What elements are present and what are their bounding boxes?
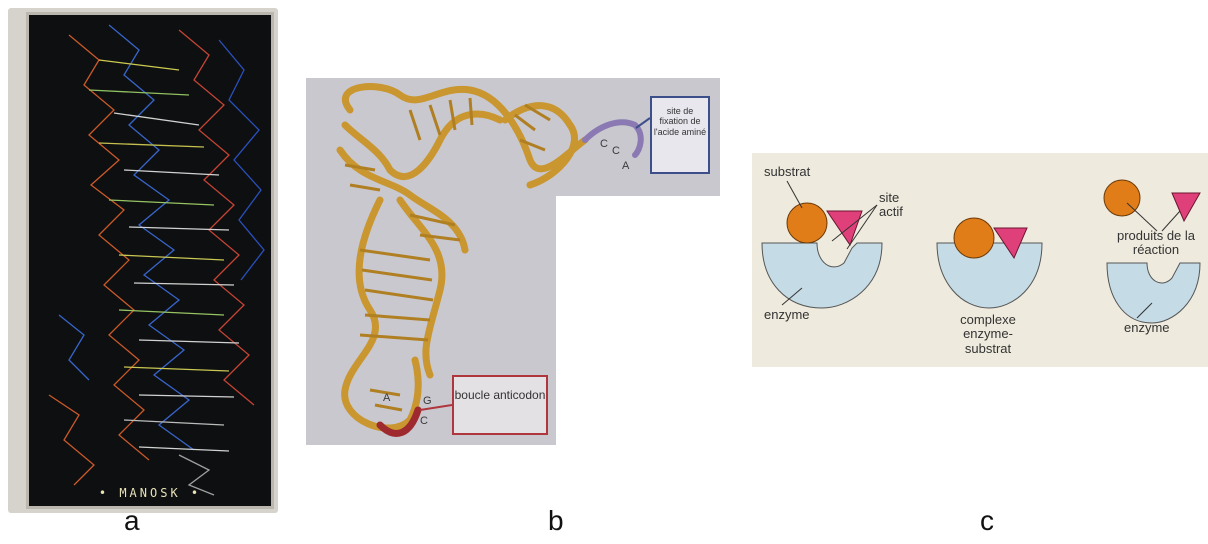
enzyme-right-label: enzyme xyxy=(1124,321,1170,335)
anticodon-letter-g: G xyxy=(423,395,432,407)
panel-letter-b: b xyxy=(548,505,564,537)
produits-label: produits de la réaction xyxy=(1102,229,1208,258)
site-actif-label: site actif xyxy=(879,191,911,220)
aminoacid-site-label: site de fixation de l'acide aminé xyxy=(650,96,710,174)
anticodon-letter-c: C xyxy=(420,415,428,427)
substrate-circle-left xyxy=(787,203,827,243)
panel-letter-c: c xyxy=(980,505,994,537)
enzyme-right-shape xyxy=(1107,263,1200,323)
enzyme-middle-shape xyxy=(937,243,1042,308)
complexe-label: complexe enzyme-substrat xyxy=(948,313,1028,356)
cca-letter-3: A xyxy=(622,160,629,172)
anticodon-loop-label: boucle anticodon xyxy=(452,375,548,435)
substrate-circle-middle xyxy=(954,218,994,258)
product-triangle xyxy=(1172,193,1200,221)
cca-letter-2: C xyxy=(612,145,620,157)
substrate-triangle-left xyxy=(827,211,862,245)
enzyme-panel: substrat site actif enzyme complexe enzy… xyxy=(752,153,1208,367)
enzyme-left-shape xyxy=(762,243,882,308)
substrat-label: substrat xyxy=(764,165,810,179)
anticodon-letter-a: A xyxy=(383,392,390,404)
enzyme-left-label: enzyme xyxy=(764,308,810,322)
panel-letter-a: a xyxy=(124,505,140,537)
cca-letter-1: C xyxy=(600,138,608,150)
